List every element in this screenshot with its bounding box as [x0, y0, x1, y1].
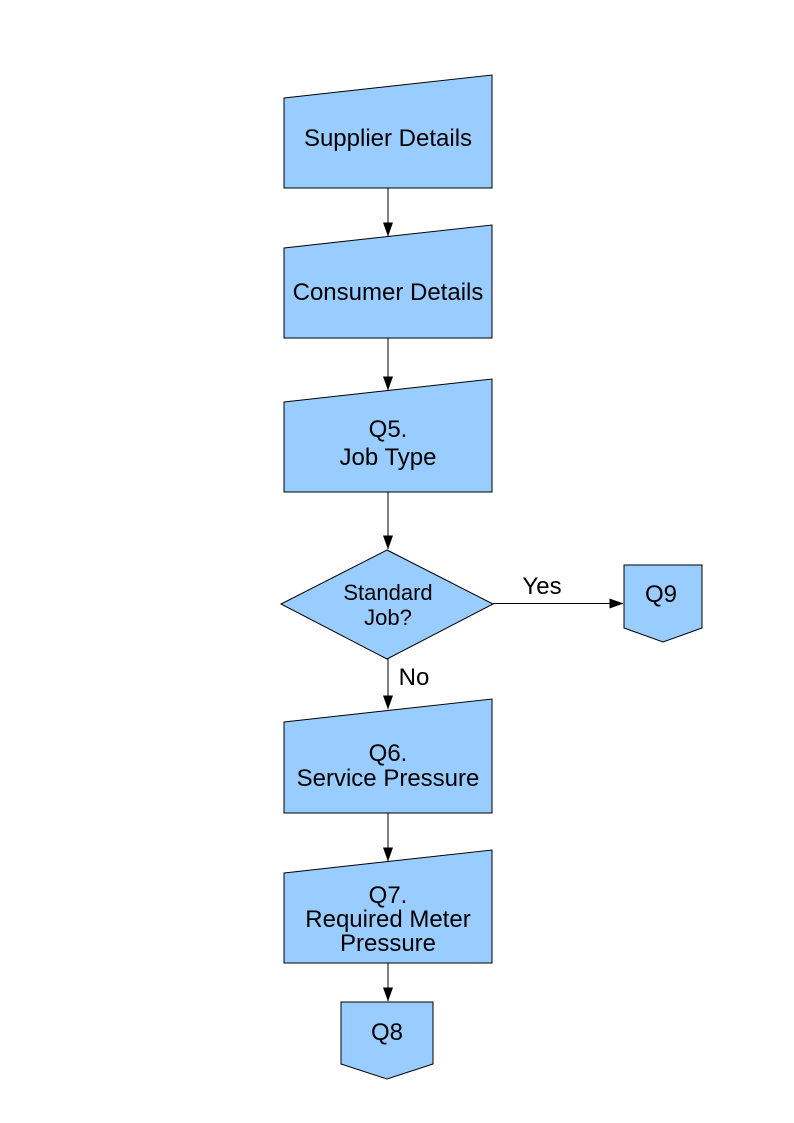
node-standard-job-decision: Standard Job? — [279, 549, 495, 660]
standard-job-decision-shape — [279, 549, 495, 660]
node-q8-connector: Q8 — [340, 1001, 434, 1080]
q6-label-line2: Service Pressure — [297, 765, 480, 792]
q5-label-line2: Job Type — [340, 444, 437, 471]
q7-label-line1: Q7. — [369, 882, 408, 909]
supplier-details-shape — [283, 74, 493, 189]
node-consumer-details: Consumer Details — [283, 224, 493, 339]
consumer-details-shape — [283, 224, 493, 339]
q6-label-line1: Q6. — [369, 740, 408, 767]
node-q7-required-meter-pressure: Q7. Required Meter Pressure — [283, 849, 493, 964]
q8-connector-shape — [340, 1001, 434, 1080]
q7-required-meter-pressure-shape — [283, 849, 493, 964]
q7-label-line2: Required Meter — [305, 906, 470, 933]
standard-job-label-line2: Job? — [364, 605, 412, 630]
q7-label-line3: Pressure — [340, 930, 436, 957]
node-q6-service-pressure: Q6. Service Pressure — [283, 698, 493, 814]
edges: Yes No — [383, 188, 624, 1002]
no-branch-label: No — [399, 664, 430, 691]
q5-job-type-shape — [283, 378, 493, 493]
standard-job-label-line1: Standard — [343, 580, 432, 605]
yes-branch-label: Yes — [522, 573, 561, 600]
q9-label: Q9 — [645, 581, 677, 608]
node-q5-job-type: Q5. Job Type — [283, 378, 493, 493]
q9-connector-shape — [623, 564, 703, 643]
node-supplier-details: Supplier Details — [283, 74, 493, 189]
consumer-details-label: Consumer Details — [293, 279, 484, 306]
q6-service-pressure-shape — [283, 698, 493, 814]
node-q9-connector: Q9 — [623, 564, 703, 643]
supplier-details-label: Supplier Details — [304, 125, 472, 152]
q5-label-line1: Q5. — [369, 416, 408, 443]
q8-label: Q8 — [371, 1019, 403, 1046]
